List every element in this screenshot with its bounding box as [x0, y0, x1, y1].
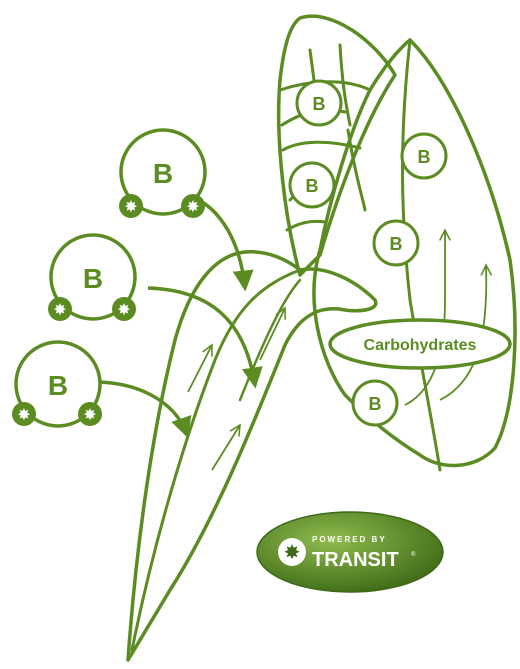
boron-molecule-3: B ✸ ✸ [12, 340, 102, 428]
uptake-arrow-2 [147, 286, 263, 389]
badge-registered: ® [411, 551, 416, 558]
boron-in-leaf-3: B [400, 132, 448, 180]
boron-in-leaf-2: B [288, 161, 336, 209]
carbohydrates-label-group: Carbohydrates [328, 318, 512, 370]
boron-label: B [306, 176, 319, 196]
boron-label: B [48, 370, 68, 401]
badge-powered-by: POWERED BY [312, 535, 387, 544]
star-icon: ✸ [124, 197, 137, 216]
boron-molecule-1: B ✸ ✸ [119, 128, 207, 218]
boron-label: B [369, 394, 382, 414]
boron-in-leaf-4: B [372, 219, 420, 267]
back-leaf-veins [278, 43, 372, 232]
stem-arrow-3 [211, 425, 240, 471]
boron-label: B [390, 234, 403, 254]
stem-arrow-2 [259, 308, 285, 361]
right-leaf-midrib [401, 38, 442, 472]
stem-inner-line-1 [130, 268, 302, 652]
main-stem-leaf [126, 250, 378, 662]
uptake-arrow-3 [85, 380, 192, 439]
star-icon: ✸ [83, 405, 96, 424]
star-icon: ✸ [117, 300, 130, 319]
boron-label: B [313, 94, 326, 114]
boron-label: B [153, 158, 173, 189]
boron-label: B [418, 147, 431, 167]
stem-arrow-1 [187, 345, 213, 393]
right-leaf [312, 38, 517, 468]
transit-logo-icon: ✸ [284, 540, 301, 564]
star-icon: ✸ [53, 300, 66, 319]
transit-badge: ✸ POWERED BY TRANSIT ® [256, 511, 444, 593]
star-icon: ✸ [186, 197, 199, 216]
boron-in-leaf-1: B [295, 79, 343, 127]
carbohydrates-label: Carbohydrates [364, 337, 477, 354]
boron-molecule-2: B ✸ ✸ [48, 233, 137, 321]
star-icon: ✸ [17, 405, 30, 424]
boron-in-leaf-5: B [351, 379, 399, 427]
badge-transit: TRANSIT [312, 549, 399, 571]
boron-label: B [83, 263, 103, 294]
